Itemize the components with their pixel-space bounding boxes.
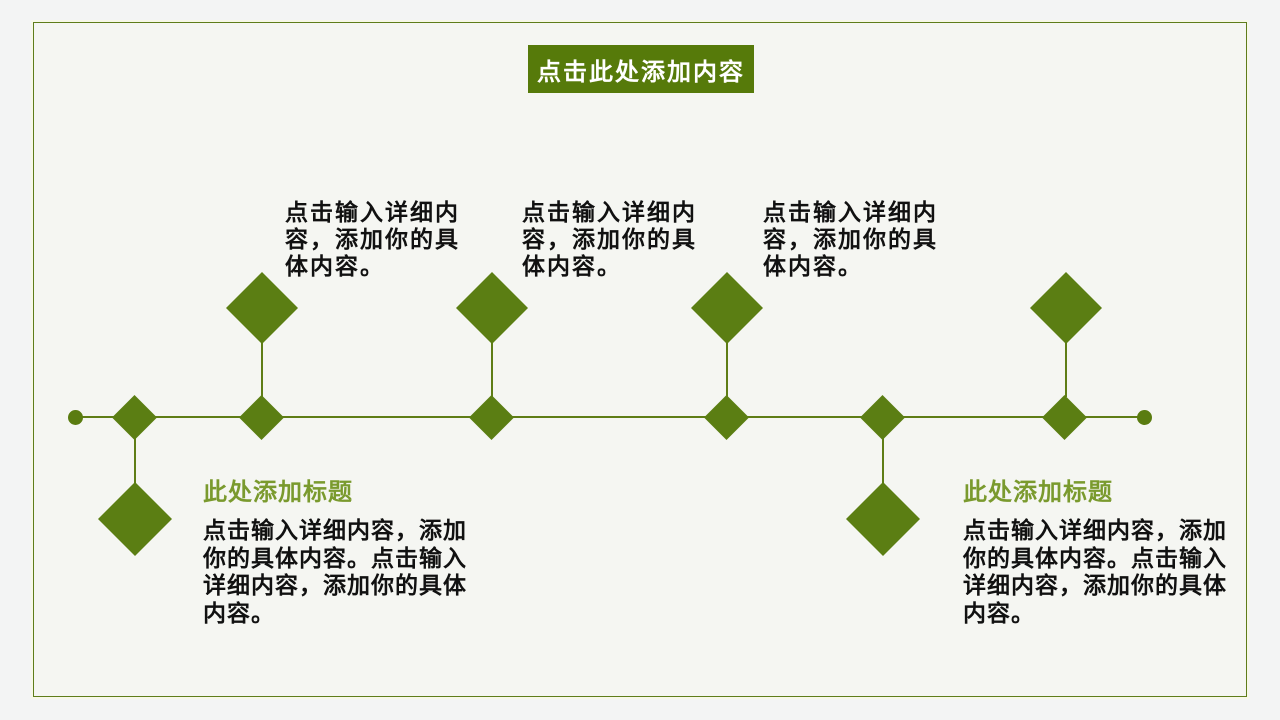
section-heading-right[interactable]: 此处添加标题 (963, 480, 1113, 506)
slide-border (33, 22, 1247, 697)
connector-down-2 (882, 438, 884, 484)
timeline-start-dot (68, 410, 83, 425)
note-text-1[interactable]: 点击输入详细内 容，添加你的具 体内容。 (285, 200, 460, 279)
connector-up-2 (491, 343, 493, 397)
connector-up-4 (1065, 343, 1067, 397)
timeline-end-dot (1137, 410, 1152, 425)
timeline-line (76, 416, 1145, 418)
connector-down-1 (134, 438, 136, 484)
connector-up-1 (261, 343, 263, 397)
section-body-right[interactable]: 点击输入详细内容，添加 你的具体内容。点击输入 详细内容，添加你的具体 内容。 (963, 518, 1227, 626)
note-text-3[interactable]: 点击输入详细内 容，添加你的具 体内容。 (763, 200, 938, 279)
section-heading-left[interactable]: 此处添加标题 (203, 480, 353, 506)
section-body-left[interactable]: 点击输入详细内容，添加 你的具体内容。点击输入 详细内容，添加你的具体 内容。 (203, 518, 467, 626)
title-placeholder[interactable]: 点击此处添加内容 (528, 45, 754, 93)
note-text-2[interactable]: 点击输入详细内 容，添加你的具 体内容。 (522, 200, 697, 279)
connector-up-3 (726, 343, 728, 397)
